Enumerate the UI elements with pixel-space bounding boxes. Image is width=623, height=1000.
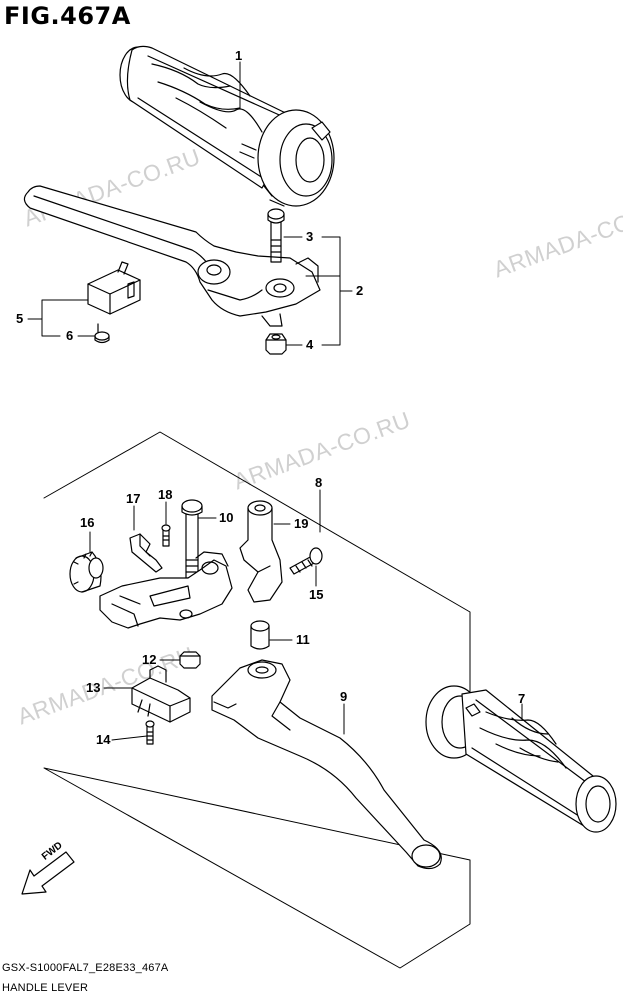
front-brake-lever-assembly <box>99 551 233 629</box>
callout-12: 12 <box>142 652 157 667</box>
front-brake-lever <box>211 659 442 870</box>
adjuster-spring <box>129 533 163 573</box>
lever-holder <box>239 500 283 603</box>
clutch-switch <box>87 261 141 315</box>
callout-9: 9 <box>340 689 348 704</box>
clutch-lever <box>23 185 321 327</box>
brake-light-switch <box>131 665 191 723</box>
fwd-arrow <box>21 851 75 895</box>
callout-6: 6 <box>66 328 74 343</box>
callout-4: 4 <box>306 337 314 352</box>
callout-8: 8 <box>315 475 323 490</box>
figure-name: HANDLE LEVER <box>2 982 89 994</box>
right-grip <box>425 685 617 833</box>
left-grip <box>119 45 335 207</box>
callout-13: 13 <box>86 680 101 695</box>
adjuster-screw <box>161 524 171 547</box>
lever-bracket-bolt <box>289 547 323 575</box>
callout-19: 19 <box>294 516 309 531</box>
figure-title: FIG.467A <box>4 2 131 30</box>
clutch-switch-screw <box>94 323 110 344</box>
lever-collar <box>250 620 270 650</box>
clutch-pivot-nut <box>265 333 287 355</box>
lever-pivot-bolt <box>181 499 203 579</box>
callout-18: 18 <box>158 487 173 502</box>
callout-15: 15 <box>309 587 324 602</box>
callout-16: 16 <box>80 515 95 530</box>
figure-code: GSX-S1000FAL7_E28E33_467A <box>2 962 169 974</box>
callout-2: 2 <box>356 283 364 298</box>
callout-10: 10 <box>219 510 234 525</box>
lever-nut <box>179 651 201 669</box>
brake-switch-screw <box>145 720 155 745</box>
adjuster-knob <box>69 551 104 593</box>
leaders-bottom <box>89 501 523 741</box>
callout-3: 3 <box>306 229 314 244</box>
callout-5: 5 <box>16 311 24 326</box>
clutch-pivot-bolt <box>267 208 285 263</box>
callout-11: 11 <box>296 632 310 647</box>
callout-1: 1 <box>235 48 243 63</box>
callout-7: 7 <box>518 691 526 706</box>
leaders-top <box>27 61 353 346</box>
callout-14: 14 <box>96 732 111 747</box>
assembly-8-frame <box>43 431 471 969</box>
callout-17: 17 <box>126 491 141 506</box>
